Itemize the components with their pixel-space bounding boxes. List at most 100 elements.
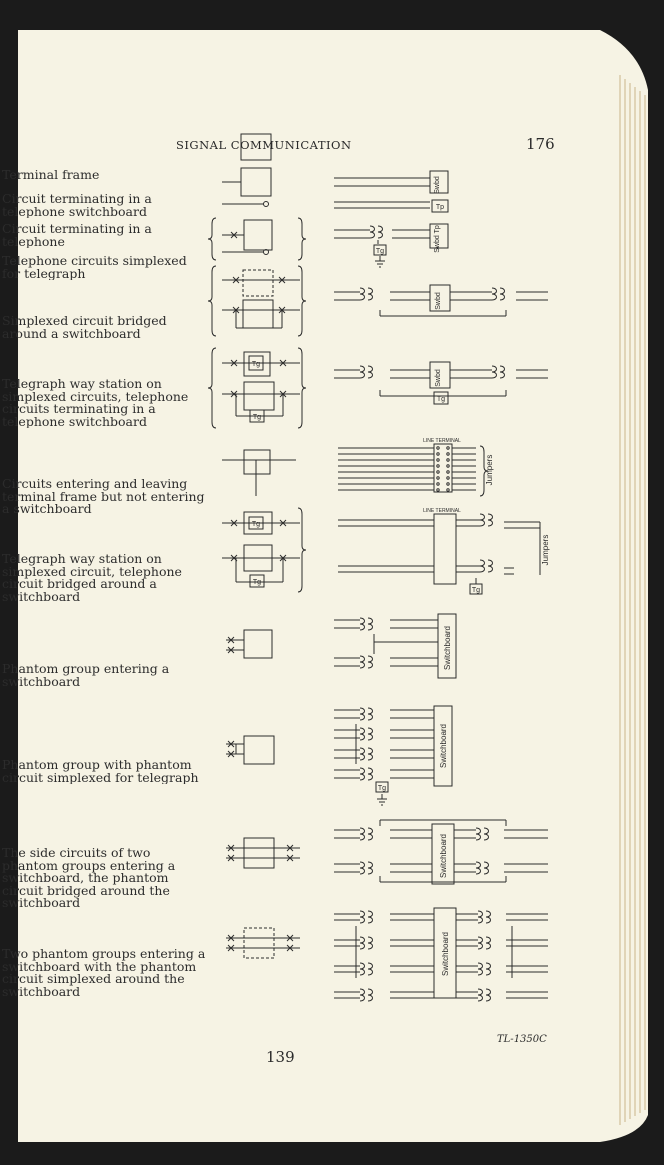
terminal-dot — [446, 464, 450, 468]
repeating-coil — [367, 365, 373, 379]
repeating-coil — [359, 617, 365, 631]
wire-line — [227, 844, 235, 852]
wire-line — [227, 750, 235, 758]
diagram-label: Tg — [252, 361, 260, 368]
frame-box — [249, 574, 265, 588]
terminal-dot — [436, 464, 440, 468]
running-head: SIGNAL COMMUNICATION — [176, 138, 352, 152]
repeating-coil — [367, 767, 373, 781]
wire-line — [230, 554, 238, 562]
repeating-coil — [367, 861, 373, 875]
terminal-dot — [446, 476, 450, 480]
entry-label-9: Phantom group entering a switchboard — [2, 663, 170, 688]
frame-box — [240, 133, 272, 161]
repeating-coil — [487, 513, 493, 527]
wire-line — [230, 359, 238, 367]
entry-label-10: Phantom group with phantom circuit simpl… — [2, 759, 199, 784]
frame-box — [433, 443, 453, 493]
brace — [207, 347, 217, 429]
diagram-label: Jumpers — [541, 535, 550, 566]
diagram-label: Switchboard — [443, 626, 452, 670]
diagram-label: Switchboard — [439, 834, 448, 878]
wire-line — [230, 519, 238, 527]
wire-line — [278, 276, 286, 284]
wire-line — [227, 944, 235, 952]
repeating-coil — [485, 910, 491, 924]
frame-box — [437, 613, 457, 679]
entry-label-7: Circuits entering and leaving terminal f… — [2, 478, 205, 516]
frame-box — [243, 449, 271, 475]
diagram-label: LINE TERMINAL — [423, 438, 461, 444]
wire-line — [227, 646, 235, 654]
diagram-label: Tg — [253, 579, 261, 586]
wire-line — [227, 934, 235, 942]
repeating-coil — [367, 655, 373, 669]
frame-box — [433, 391, 449, 405]
frame-box — [431, 199, 449, 213]
repeating-coil — [359, 936, 365, 950]
terminal-dot — [436, 452, 440, 456]
entry-label-5: Simplexed circuit bridged around a switc… — [2, 315, 167, 340]
diagram-label: Tg — [437, 396, 445, 403]
terminal-dot — [436, 458, 440, 462]
frame-box — [431, 823, 455, 885]
paper-sheet — [18, 30, 648, 1142]
brace — [207, 217, 217, 261]
frame-box — [243, 629, 273, 659]
terminal-dot — [263, 249, 269, 255]
wire-line — [230, 390, 238, 398]
wire-line — [227, 854, 235, 862]
frame-box — [375, 781, 389, 793]
repeating-coil — [487, 559, 493, 573]
repeating-coil — [485, 962, 491, 976]
diagram-label: Tp — [436, 204, 444, 211]
entry-label-12: Two phantom groups entering a switchboar… — [2, 948, 206, 998]
wire-line — [227, 636, 235, 644]
repeating-coil — [367, 910, 373, 924]
repeating-coil — [477, 910, 483, 924]
diagram-label: Jumpers — [485, 455, 494, 486]
repeating-coil — [367, 988, 373, 1002]
repeating-coil — [483, 827, 489, 841]
wire-line — [279, 519, 287, 527]
wire-line — [286, 934, 294, 942]
repeating-coil — [367, 727, 373, 741]
frame-box — [433, 907, 457, 999]
frame-box — [243, 837, 275, 869]
brace — [297, 217, 307, 261]
repeating-coil — [359, 287, 365, 301]
wire-line — [279, 359, 287, 367]
frame-box — [429, 361, 451, 389]
wire-line — [230, 231, 238, 239]
repeating-coil — [367, 287, 373, 301]
terminal-dot — [446, 488, 450, 492]
repeating-coil — [475, 827, 481, 841]
terminal-dot — [446, 452, 450, 456]
frame-box — [433, 705, 453, 787]
diagram-label: Swbd — [435, 369, 442, 387]
repeating-coil — [369, 225, 375, 239]
repeating-coil — [499, 287, 505, 301]
terminal-dot — [436, 482, 440, 486]
repeating-coil — [359, 365, 365, 379]
frame-box — [243, 735, 275, 765]
terminal-dot — [446, 482, 450, 486]
repeating-coil — [359, 707, 365, 721]
frame-box — [249, 409, 265, 423]
frame-box — [243, 927, 275, 959]
repeating-coil — [359, 747, 365, 761]
entry-label-1: Terminal frame — [2, 169, 100, 182]
wire-line — [232, 276, 240, 284]
repeating-coil — [377, 225, 383, 239]
terminal-dot — [436, 488, 440, 492]
page-number: 176 — [526, 135, 555, 153]
brace — [207, 265, 217, 337]
diagram-label: LINE TERMINAL — [423, 508, 461, 514]
repeating-coil — [367, 707, 373, 721]
repeating-coil — [477, 936, 483, 950]
wire-line — [286, 944, 294, 952]
diagram-label: Tg — [376, 248, 384, 255]
repeating-coil — [359, 767, 365, 781]
repeating-coil — [359, 910, 365, 924]
